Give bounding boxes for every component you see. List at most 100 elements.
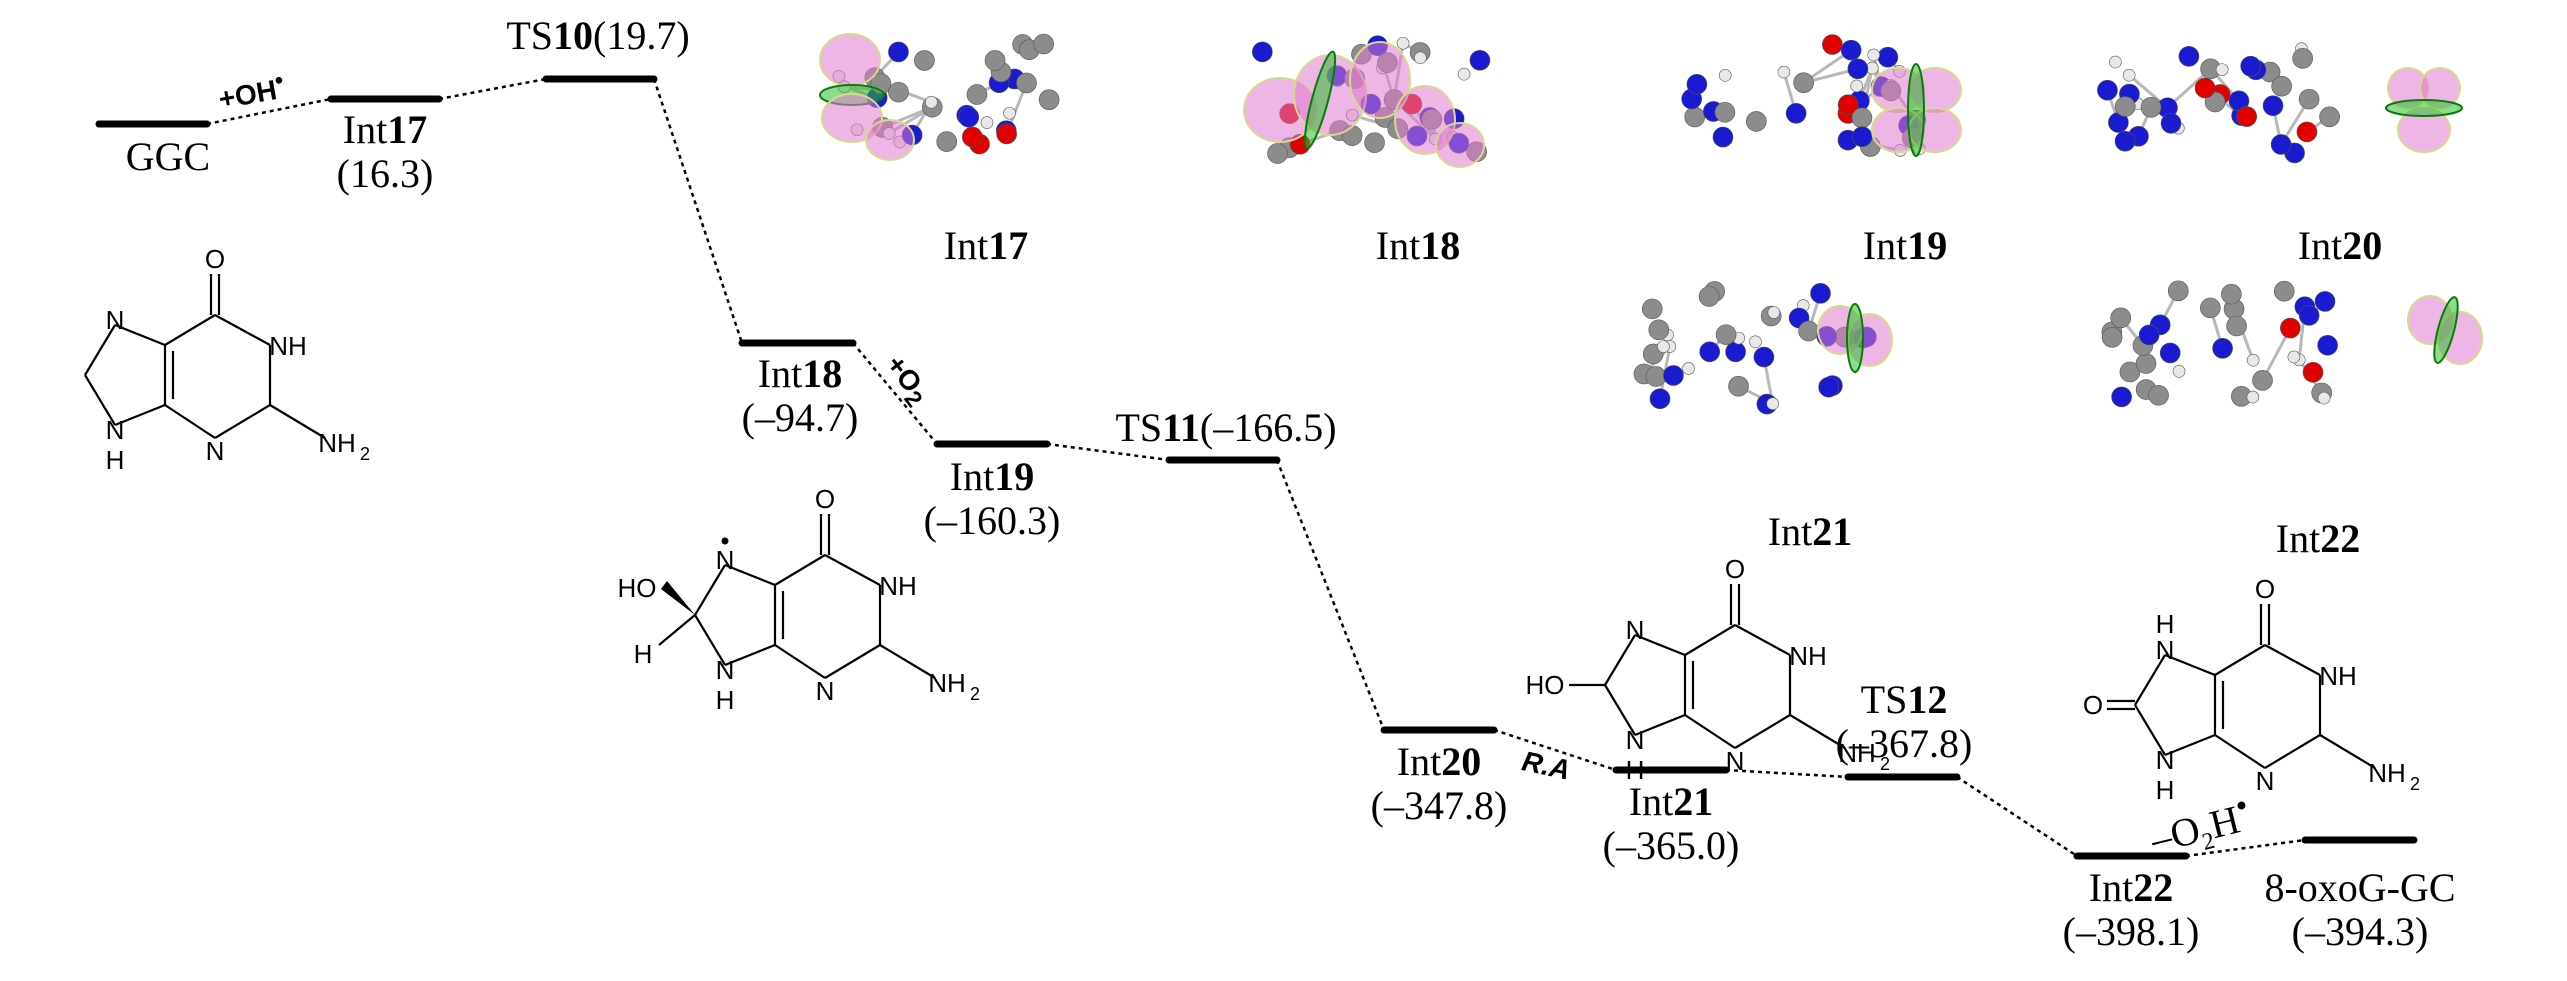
bond-n7-c8 [84, 324, 116, 376]
atom-ball-n [2317, 334, 2338, 356]
atom-ball-n [1663, 365, 1684, 386]
bond-n7-c8 [1604, 634, 1636, 686]
bond-c5-c6 [164, 314, 216, 346]
atom-ball-h [1718, 69, 1732, 82]
state-number: 20 [1441, 739, 1482, 784]
atom-ball-n [2111, 386, 2132, 408]
bond-c8-n9 [1604, 684, 1636, 736]
atom-ball-h [2317, 391, 2331, 405]
atom-n9: N [716, 655, 735, 685]
connector-int20-int21 [1493, 728, 1617, 772]
atom-ball-h [2172, 365, 2186, 378]
state-number: 22 [2133, 865, 2174, 910]
bond-c5-n7 [1634, 633, 1686, 657]
state-prefix: Int [757, 351, 803, 396]
connector-int18-int19 [852, 342, 938, 445]
atom-ball-n [1785, 102, 1807, 124]
atom-n7: N [2156, 635, 2175, 665]
atom-ball-n [2240, 55, 2261, 77]
atom-ball-c [2271, 75, 2292, 97]
state-label-ggc: GGC [126, 135, 210, 179]
bond-c2-nh2 [1789, 714, 1846, 749]
state-label-ts12: TS12 (–367.8) [1836, 678, 1973, 766]
bond-n3-c4 [2214, 734, 2266, 769]
spin-density-lobe [1303, 50, 1337, 150]
atom-ball-c [1645, 366, 1667, 387]
state-number: 17 [387, 107, 428, 152]
bond-c6-n1 [2264, 644, 2321, 676]
state-energy: (–347.8) [1370, 783, 1508, 828]
atom-ball-h [1867, 48, 1881, 62]
atom-o8: O [2083, 690, 2103, 720]
atom-ball-c [2101, 327, 2123, 348]
atom-ball-h [1749, 335, 1762, 349]
atom-o6: O [205, 244, 225, 274]
atom-ball-h [1766, 397, 1779, 411]
panel-label-int21: Int21 [1768, 508, 1852, 555]
atom-n9: N [1626, 725, 1645, 755]
state-prefix: Int [342, 107, 388, 152]
atom-h8: H [634, 639, 653, 669]
atom-ball-n [2159, 342, 2181, 364]
state-number: 12 [1907, 677, 1948, 722]
spin-density-lobe [865, 119, 915, 161]
atom-ball-n [1712, 126, 1734, 148]
bond-c5-n7 [2164, 653, 2216, 677]
spin-density-lobe [2385, 99, 2463, 117]
spin-density-lobe [1349, 41, 1411, 119]
bond-c5-c6 [1684, 624, 1736, 656]
atom-ball-o [2194, 77, 2216, 99]
atom-ball-h [925, 95, 938, 109]
atom-ball-n [1851, 126, 1873, 147]
panel-number: 18 [1420, 223, 1461, 268]
atom-nh2: NH [1838, 738, 1876, 768]
atom-n3: N [2256, 766, 2275, 796]
atom-ball-n [2160, 113, 2182, 134]
state-number: 11 [1162, 405, 1200, 450]
panel-label-int22: Int22 [2276, 515, 2360, 562]
atom-ball-h [1396, 36, 1410, 50]
atom-oh: HO [1526, 670, 1565, 700]
atom-ball-c [2135, 353, 2157, 374]
spin-density-lobe [821, 93, 883, 143]
atom-n9-h: H [2156, 775, 2175, 805]
panel-prefix: Int [2297, 223, 2343, 268]
atom-ball-h [2246, 353, 2260, 367]
state-label-int19: Int19 (–160.3) [924, 455, 1061, 543]
atom-ball-c [966, 84, 988, 105]
bond-n3-c4 [774, 644, 826, 679]
connector-ts12-int22 [1956, 775, 2078, 858]
state-prefix: TS [1115, 405, 1163, 450]
atom-ball-h [2109, 55, 2122, 69]
atom-ball-c [888, 81, 909, 103]
atom-ball-c [2221, 283, 2242, 305]
atom-ball-h [2215, 63, 2229, 76]
state-energy: (–160.3) [923, 498, 1061, 543]
atom-ball-c [914, 50, 935, 71]
atom-ball-c [2167, 280, 2189, 302]
state-label-int22: Int22 (–398.1) [2063, 866, 2200, 954]
atom-ball-c [1016, 72, 1037, 94]
atom-ball-o [996, 123, 1017, 145]
bond-n9-c4 [2164, 733, 2216, 757]
state-label-ts10: TS10(19.7) [506, 14, 689, 58]
state-name: GGC [125, 134, 211, 179]
bond-c2-nh2 [2319, 734, 2376, 769]
atom-ball-n [2212, 337, 2233, 359]
bond-n7-c8 [694, 564, 726, 616]
atom-n3: N [206, 436, 225, 466]
atom-o6: O [2255, 574, 2275, 604]
panel-prefix: Int [1862, 223, 1908, 268]
atom-ball-c [1698, 286, 1720, 307]
panel-number: 20 [2342, 223, 2383, 268]
connector-ggc-int17 [206, 97, 332, 126]
bond-n9-c4 [1634, 713, 1686, 737]
bond-c6-n1 [1734, 624, 1791, 656]
atom-ball-h [1457, 67, 1471, 81]
bond-c5-n7 [114, 323, 166, 347]
atom-ball-c [1267, 143, 1288, 164]
state-prefix: Int [949, 454, 995, 499]
atom-ball-c [1728, 375, 1749, 397]
atom-n3: N [816, 676, 835, 706]
